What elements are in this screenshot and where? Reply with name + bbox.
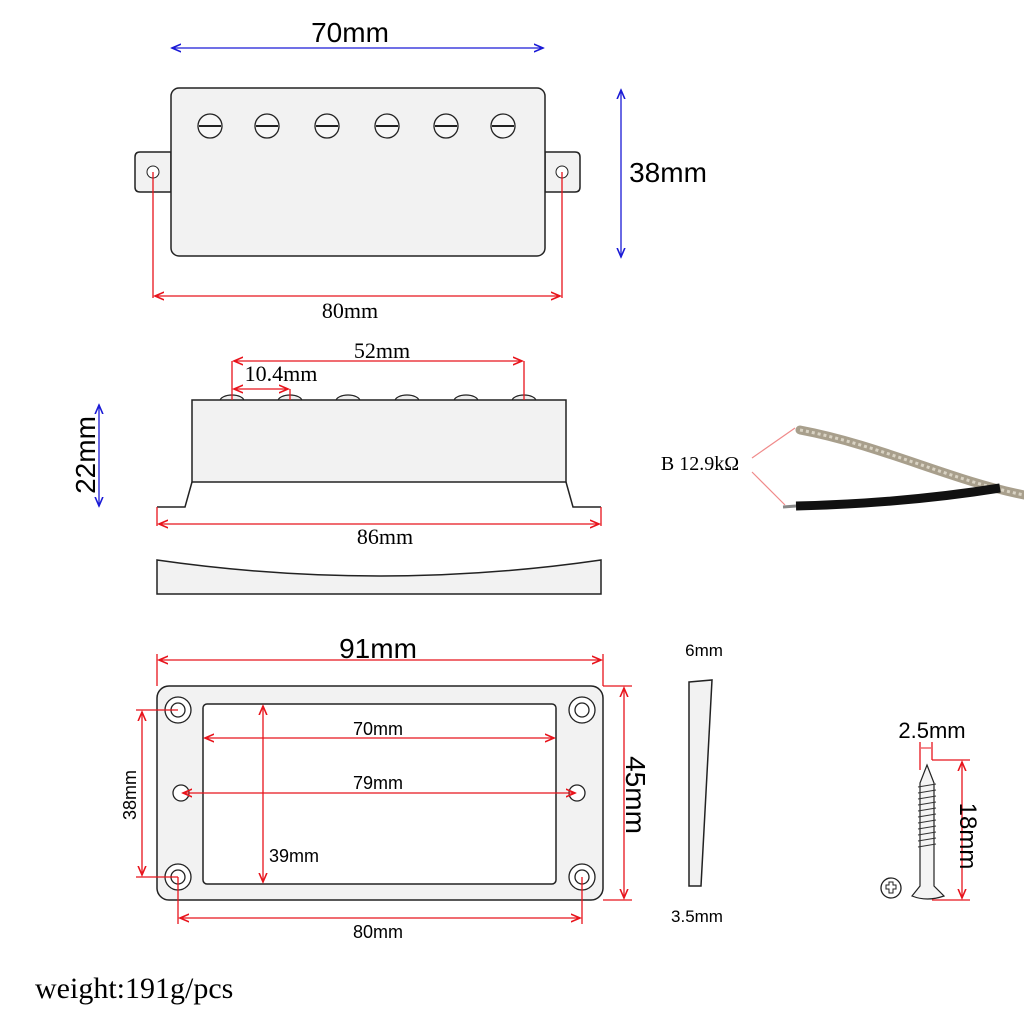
ring-side-profile: 6mm 3.5mm: [671, 641, 723, 926]
pole-screw: [197, 113, 223, 139]
screw-length-label: 18mm: [954, 803, 981, 870]
pole-screws: [197, 113, 516, 139]
pole-span-label: 52mm: [354, 338, 410, 363]
top-mount-label: 80mm: [322, 298, 378, 323]
lead-wire: B 12.9kΩ: [661, 425, 1024, 511]
pole-screw: [254, 113, 280, 139]
resistance-label: B 12.9kΩ: [661, 453, 739, 475]
ring-mount-label: 80mm: [353, 922, 403, 942]
phillips-head-icon: [880, 877, 902, 899]
top-height-label: 38mm: [629, 157, 707, 188]
ring-outer-width-label: 91mm: [339, 633, 417, 664]
pole-spacing-label: 10.4mm: [245, 361, 318, 386]
pole-screw: [314, 113, 340, 139]
ring-inner-width-label: 70mm: [353, 719, 403, 739]
pickup-top-view: 70mm 38mm 80mm: [134, 17, 707, 323]
weight-label: weight:191g/pcs: [35, 972, 233, 1005]
ring-outer-height-label: 45mm: [620, 756, 651, 834]
base-label: 86mm: [357, 524, 413, 549]
top-width-label: 70mm: [311, 17, 389, 48]
mounting-ring: 91mm 70mm 79mm 39mm 38mm 45mm 80mm: [120, 633, 651, 942]
screw-diameter-label: 2.5mm: [898, 718, 965, 743]
screw: 2.5mm 18mm: [880, 718, 981, 901]
ring-screw-hole: [568, 696, 596, 724]
pickup-side-view: 52mm 10.4mm 22mm 86mm: [70, 338, 602, 595]
ring-hole-span-label: 79mm: [353, 773, 403, 793]
side-height-label: 22mm: [70, 416, 101, 494]
pole-screw: [374, 113, 400, 139]
pole-screw: [433, 113, 459, 139]
shim-top-label: 6mm: [685, 641, 723, 660]
shim-bottom-label: 3.5mm: [671, 907, 723, 926]
ring-hole-height-label: 38mm: [120, 770, 140, 820]
ring-inner-height-label: 39mm: [269, 846, 319, 866]
baseplate: [156, 559, 602, 595]
pole-screw: [490, 113, 516, 139]
